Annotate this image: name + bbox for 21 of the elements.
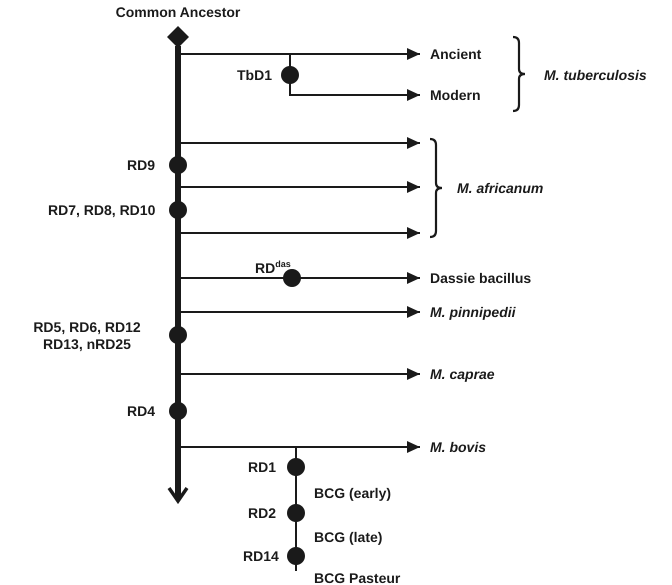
- node-title: Common Ancestor: [114, 4, 242, 21]
- lineage-label: M. caprae: [420, 365, 495, 383]
- marker-label: BCG Pasteur: [314, 570, 400, 585]
- marker-label: RD14: [243, 548, 279, 564]
- lineage-label: Dassie bacillus: [420, 269, 532, 287]
- marker-label: RD4: [127, 402, 156, 420]
- lineage-label: Modern: [420, 86, 481, 104]
- lineage-label: M. pinnipedii: [420, 303, 516, 321]
- lineage-label: Ancient: [420, 45, 482, 63]
- species-label: M. africanum: [457, 179, 544, 197]
- marker-label: RD$^{das}$: [255, 258, 291, 276]
- marker-label: RD1: [248, 458, 276, 476]
- marker-label: TbD1: [237, 66, 272, 84]
- species-label: M. tuberculosis: [544, 66, 647, 84]
- marker-label: BCG (early): [314, 484, 392, 502]
- marker-label: RD7, RD8, RD10: [48, 202, 156, 218]
- lineage-label: M. bovis: [420, 438, 486, 456]
- marker-label: RD9: [127, 156, 156, 174]
- marker-label: RD2: [248, 504, 276, 522]
- marker-label: BCG (late): [314, 528, 382, 546]
- marker-label: RD5, RD6, RD12 RD13, nRD25: [32, 319, 142, 353]
